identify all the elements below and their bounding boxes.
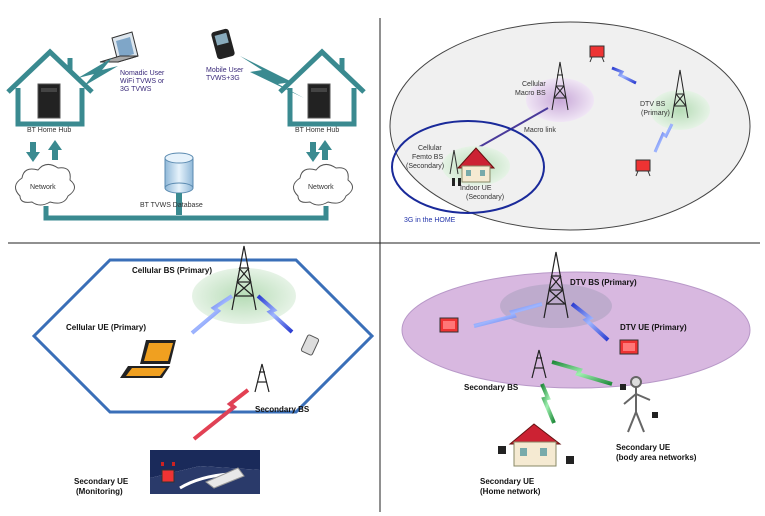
database-label: BT TVWS Database: [140, 202, 203, 209]
wireless-link: [256, 294, 294, 334]
house-left-icon: [6, 48, 94, 127]
mobile-phone-icon: [211, 28, 235, 60]
wireless-link-laptop: [78, 58, 118, 86]
secondary-bs-label: Secondary BS: [464, 383, 519, 392]
laptop-icon: [99, 31, 139, 63]
arrows-left: [26, 140, 62, 162]
secondary-ue-body-label: Secondary UE (body area networks): [616, 443, 697, 462]
network-cloud-left-icon: [15, 164, 75, 206]
network-bus: [43, 206, 329, 221]
q4-dtv-scenario: DTV BS (Primary) DTV UE (Primary) Second…: [401, 251, 751, 496]
wireless-link: [190, 294, 234, 335]
secondary-ue-home-label: Secondary UE (Home network): [480, 477, 541, 496]
tv-icon: [589, 45, 605, 63]
wireless-link: [551, 360, 613, 386]
q3-cellular-scenario: Cellular BS (Primary) Cellular UE (Prima…: [31, 245, 375, 496]
dtv-tower-icon: [543, 251, 569, 319]
house-right-icon: [278, 48, 366, 127]
secondary-bs-tower-icon: [531, 349, 547, 379]
q2-femto-scenario: Cellular Macro BS DTV BS (Primary) Macro…: [389, 21, 751, 231]
secondary-bs-label: Secondary BS: [255, 405, 310, 414]
hub-left-label: BT Home Hub: [27, 127, 71, 134]
cellular-bs-label: Cellular BS (Primary): [132, 266, 212, 275]
network-right-label: Network: [308, 184, 334, 191]
cellular-tower-icon: [231, 245, 257, 311]
macro-link-label: Macro link: [524, 127, 556, 134]
tv-icon: [439, 317, 459, 333]
home-3g-label: 3G in the HOME: [404, 217, 456, 224]
body-skeleton-icon: [623, 376, 651, 433]
dtv-ue-label: DTV UE (Primary): [620, 323, 687, 332]
q1-bt-scenario: BT Home Hub BT Home Hub Nomadic User WiF…: [6, 28, 366, 221]
wireless-link: [192, 388, 250, 441]
hub-right-label: BT Home Hub: [295, 127, 339, 134]
dtv-bs-label: DTV BS (Primary): [570, 278, 637, 287]
wireless-link: [653, 123, 674, 153]
mobile-user-label: Mobile User TVWS+3G: [206, 67, 245, 82]
indoor-ue-icon: [452, 178, 461, 186]
macro-tower-icon: [551, 61, 569, 111]
cellular-ue-label: Cellular UE (Primary): [66, 323, 146, 332]
wireless-link: [611, 66, 637, 85]
dtv-coverage-ellipse: [401, 271, 751, 389]
femto-tower-icon: [449, 149, 459, 175]
dtv-bs-coverage: [650, 90, 710, 130]
tv-icon: [635, 159, 651, 177]
dtv-bs-coverage: [500, 284, 612, 328]
dtv-bs-label: DTV BS (Primary): [640, 101, 670, 117]
database-icon: [164, 152, 194, 215]
house-icon: [456, 147, 496, 183]
home-3g-circle: [391, 120, 545, 214]
secondary-bs-tower-icon: [254, 363, 270, 393]
laptop-icon: [120, 340, 176, 378]
sensor-icon: [620, 384, 658, 418]
house-icon: [498, 423, 574, 467]
secondary-ue-label: Secondary UE (Monitoring): [74, 477, 130, 496]
monitoring-scene-icon: [150, 450, 260, 494]
wireless-link-mobile: [240, 56, 304, 98]
wireless-link: [473, 302, 543, 328]
mobile-phone-icon: [300, 334, 320, 356]
tv-icon: [619, 339, 639, 355]
wireless-link: [570, 302, 610, 342]
femto-bs-label: Cellular Femto BS (Secondary): [406, 145, 445, 170]
network-cloud-right-icon: [293, 164, 353, 206]
wireless-link: [540, 383, 556, 424]
macro-bs-label: Cellular Macro BS: [515, 81, 548, 97]
arrows-right: [306, 140, 332, 162]
nomadic-user-label: Nomadic User WiFi TVWS or 3G TVWS: [120, 70, 166, 93]
indoor-ue-label: Indoor UE (Secondary): [460, 185, 504, 201]
dtv-tower-icon: [671, 69, 689, 119]
network-left-label: Network: [30, 184, 56, 191]
